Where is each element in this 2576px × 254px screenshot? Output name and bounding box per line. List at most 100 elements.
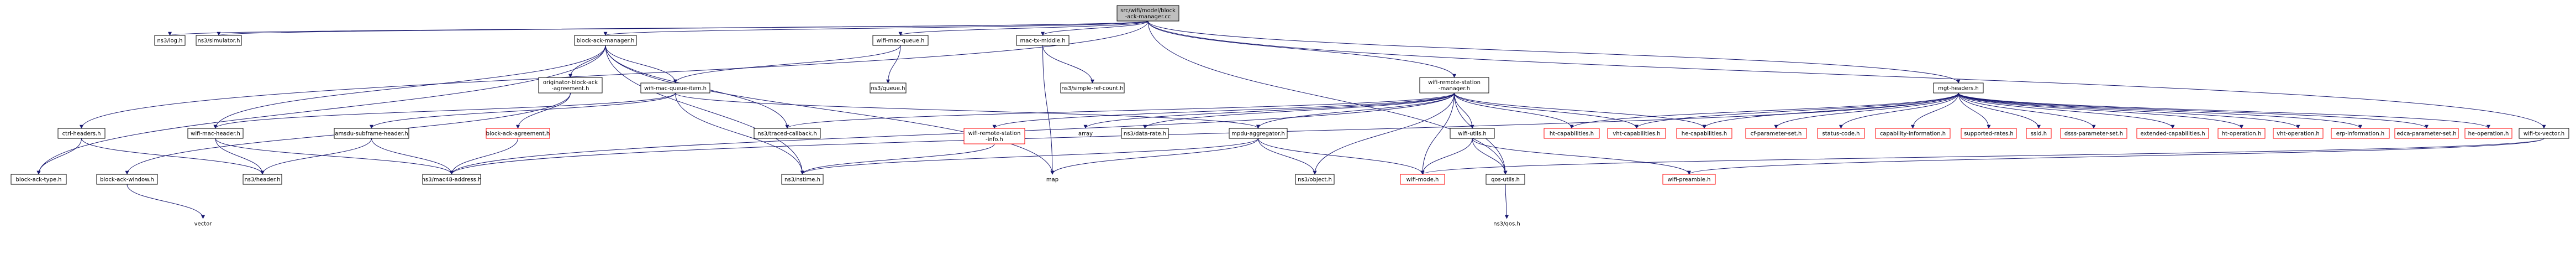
node-datarate[interactable]: ns3/data-rate.h	[1121, 128, 1169, 139]
node-wmode[interactable]: wifi-mode.h	[1400, 174, 1445, 185]
edge-mgt-to-suprates	[1958, 92, 1991, 129]
node-suprates[interactable]: supported-rates.h	[1961, 128, 2017, 139]
edge-wmh-to-mac48	[215, 138, 454, 175]
node-label: ssid.h	[2031, 131, 2047, 137]
node-wmh[interactable]: wifi-mac-header.h	[187, 128, 244, 139]
node-array[interactable]: array	[1078, 131, 1093, 137]
edge-mpdu-to-nstime	[800, 138, 1258, 175]
node-label: wifi-mac-queue.h	[877, 38, 925, 44]
node-label: ht-operation.h	[2222, 131, 2262, 137]
node-box	[1016, 35, 1070, 46]
node-vhtcap[interactable]: vht-capabilities.h	[1607, 128, 1666, 139]
node-label: vht-operation.h	[2277, 131, 2320, 137]
node-label: he-operation.h	[2468, 131, 2509, 137]
node-box	[2060, 128, 2127, 139]
edge-wmqi-to-wmh	[213, 92, 676, 129]
node-dsss[interactable]: dsss-parameter-set.h	[2060, 128, 2127, 139]
edge-wrsm-to-array	[1083, 92, 1455, 129]
node-ctrl[interactable]: ctrl-headers.h	[57, 128, 106, 139]
node-box	[2026, 128, 2052, 139]
node-status[interactable]: status-code.h	[1817, 128, 1865, 139]
node-extcap[interactable]: extended-capabilities.h	[2136, 128, 2209, 139]
node-box	[781, 174, 824, 185]
node-wrsm[interactable]: wifi-remote-station-manager.h	[1419, 77, 1489, 94]
edge-amsdu-to-header	[260, 138, 372, 175]
node-box	[574, 35, 637, 46]
node-label: ns3/simple-ref-count.h	[1061, 86, 1123, 92]
node-vector[interactable]: vector	[194, 221, 213, 227]
node-queue[interactable]: ns3/queue.h	[870, 82, 907, 94]
node-mgt[interactable]: mgt-headers.h	[1933, 82, 1984, 94]
node-cfparam[interactable]: cf-parameter-set.h	[1745, 128, 1807, 139]
node-box	[1933, 82, 1984, 94]
node-label: src/wifi/model/block	[1120, 8, 1176, 14]
node-label: wifi-utils.h	[1458, 131, 1486, 137]
node-label: dsss-parameter-set.h	[2064, 131, 2123, 137]
edge-wrsm-to-htcap	[1454, 92, 1574, 129]
node-bam[interactable]: block-ack-manager.h	[574, 35, 637, 46]
edges-layer	[36, 20, 2546, 219]
node-label: ns3/object.h	[1298, 177, 1332, 183]
node-preamble[interactable]: wifi-preamble.h	[1662, 174, 1716, 185]
node-nstime[interactable]: ns3/nstime.h	[781, 174, 824, 185]
node-bcpp[interactable]: ns3/qos.h	[1493, 221, 1520, 227]
edge-wmh-to-header	[215, 138, 265, 175]
node-box	[243, 174, 282, 185]
node-erp[interactable]: erp-information.h	[2331, 128, 2390, 139]
node-box	[872, 35, 929, 46]
node-header[interactable]: ns3/header.h	[243, 174, 282, 185]
node-edca[interactable]: edca-parameter-set.h	[2394, 128, 2459, 139]
node-object[interactable]: ns3/object.h	[1295, 174, 1335, 185]
node-capinfo[interactable]: capability-information.h	[1875, 128, 1951, 139]
node-obaa[interactable]: originator-block-ack-agreement.h	[538, 77, 603, 94]
node-box	[10, 174, 67, 185]
node-box	[1229, 128, 1288, 139]
edge-wrsm-to-datarate	[1143, 92, 1455, 129]
edge-mtm-to-srcount	[1042, 45, 1094, 84]
node-label: wifi-tx-vector.h	[2524, 131, 2564, 137]
node-simulator[interactable]: ns3/simulator.h	[196, 35, 242, 46]
edge-bam-to-wmqi	[605, 45, 677, 84]
edge-root-to-mtm	[1041, 20, 1149, 36]
node-ssid[interactable]: ssid.h	[2026, 128, 2052, 139]
edge-wrsm-to-mac48	[450, 92, 1455, 175]
node-mac48[interactable]: ns3/mac48-address.h	[422, 174, 482, 185]
edge-mpdu-to-map	[1050, 138, 1258, 175]
node-bawin[interactable]: block-ack-window.h	[96, 174, 158, 185]
node-label: block-ack-manager.h	[577, 38, 635, 44]
edge-mgt-to-cfparam	[1774, 92, 1959, 129]
node-label: mpdu-aggregator.h	[1231, 131, 1284, 137]
node-wutils[interactable]: wifi-utils.h	[1450, 128, 1495, 139]
node-wtxv[interactable]: wifi-tx-vector.h	[2519, 128, 2569, 139]
node-box	[1295, 174, 1335, 185]
node-log[interactable]: ns3/log.h	[154, 35, 186, 46]
edge-wutils-to-wmode	[1420, 138, 1473, 175]
node-qos[interactable]: qos-utils.h	[1485, 174, 1525, 185]
node-label: ns3/log.h	[157, 38, 182, 44]
node-heop[interactable]: he-operation.h	[2464, 128, 2512, 139]
node-traced[interactable]: ns3/traced-callback.h	[754, 128, 821, 139]
node-map[interactable]: map	[1046, 177, 1058, 183]
node-htcap[interactable]: ht-capabilities.h	[1544, 128, 1600, 139]
edge-root-to-wtxv	[1147, 20, 2546, 129]
node-box	[1875, 128, 1951, 139]
node-baag[interactable]: block-ack-agreement.h	[486, 128, 550, 139]
node-wrsi[interactable]: wifi-remote-station-info.h	[963, 128, 1025, 144]
node-amsdu[interactable]: amsdu-subframe-header.h	[334, 128, 409, 139]
edge-root-to-bam	[603, 20, 1149, 36]
node-wmqi[interactable]: wifi-mac-queue-item.h	[640, 82, 710, 94]
node-wmq[interactable]: wifi-mac-queue.h	[872, 35, 929, 46]
node-vhtop[interactable]: vht-operation.h	[2273, 128, 2324, 139]
node-mpdu[interactable]: mpdu-aggregator.h	[1229, 128, 1288, 139]
node-box	[1400, 174, 1445, 185]
node-box	[1961, 128, 2017, 139]
edge-wutils-to-qos	[1472, 138, 1508, 175]
edge-amsdu-to-mac48	[371, 138, 454, 175]
node-srcount[interactable]: ns3/simple-ref-count.h	[1060, 82, 1125, 94]
node-batype[interactable]: block-ack-type.h	[10, 174, 67, 185]
node-label: ns3/nstime.h	[784, 177, 820, 183]
node-htop[interactable]: ht-operation.h	[2217, 128, 2266, 139]
node-hecap[interactable]: he-capabilities.h	[1676, 128, 1732, 139]
node-mtm[interactable]: mac-tx-middle.h	[1016, 35, 1070, 46]
edge-wmq-to-queue	[886, 45, 901, 84]
